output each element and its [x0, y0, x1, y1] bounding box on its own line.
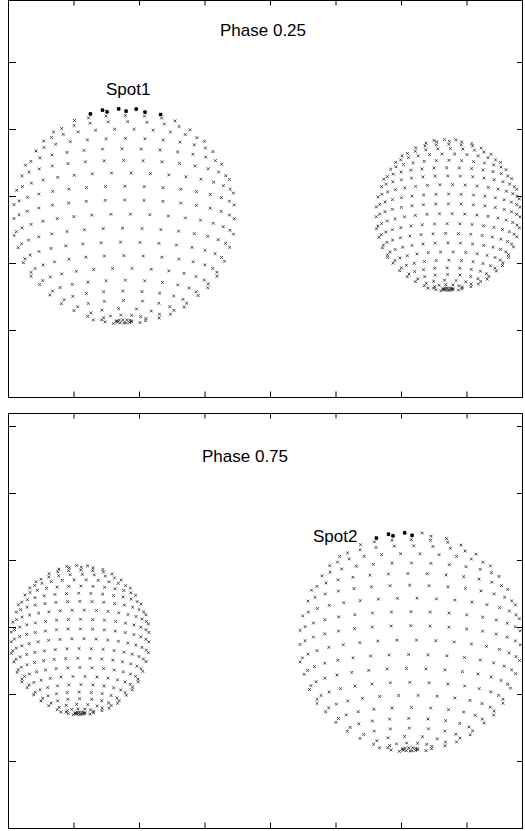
axis-tick: [8, 828, 16, 829]
axis-tick: [270, 414, 271, 419]
axis-tick: [517, 493, 523, 494]
axis-tick: [8, 62, 16, 63]
axis-tick: [270, 823, 271, 829]
spot-label: Spot1: [106, 81, 150, 98]
axis-tick: [467, 1, 468, 6]
axis-tick: [74, 414, 75, 419]
star-spot: [375, 531, 414, 539]
star-grid: [375, 138, 521, 292]
phase-label: Phase 0.25: [220, 22, 306, 39]
star-grid: [13, 114, 236, 325]
axis-tick: [517, 397, 523, 398]
axis-tick: [8, 129, 16, 130]
axis-tick: [517, 560, 523, 561]
axis-tick: [139, 823, 140, 829]
axis-tick: [336, 823, 337, 829]
axis-tick: [467, 392, 468, 398]
axis-tick: [8, 694, 16, 695]
axis-tick: [8, 414, 9, 419]
axis-tick: [8, 761, 16, 762]
axis-tick: [270, 392, 271, 398]
axis-tick: [517, 627, 523, 628]
axis-tick: [8, 263, 16, 264]
axis-tick: [401, 392, 402, 398]
phase-label: Phase 0.75: [202, 448, 288, 465]
panel-frame: [9, 1, 523, 398]
axis-tick: [8, 627, 16, 628]
axis-tick: [8, 493, 16, 494]
axis-tick: [8, 196, 16, 197]
axis-tick: [401, 1, 402, 6]
axis-tick: [467, 414, 468, 419]
axis-tick: [205, 823, 206, 829]
axis-tick: [401, 823, 402, 829]
axis-tick: [517, 330, 523, 331]
axis-tick: [8, 1, 9, 6]
axis-tick: [8, 823, 9, 829]
axis-tick: [8, 560, 16, 561]
axis-tick: [8, 426, 16, 427]
axis-tick: [517, 263, 523, 264]
axis-tick: [205, 414, 206, 419]
axis-tick: [517, 62, 523, 63]
axis-tick: [517, 129, 523, 130]
axis-tick: [336, 392, 337, 398]
axis-tick: [517, 761, 523, 762]
axis-tick: [517, 828, 523, 829]
axis-tick: [8, 397, 16, 398]
spot-label: Spot2: [313, 528, 357, 545]
axis-tick: [139, 1, 140, 6]
panel-frame: [9, 414, 523, 829]
axis-tick: [74, 823, 75, 829]
star-grid: [10, 564, 151, 716]
axis-tick: [205, 1, 206, 6]
axis-tick: [517, 426, 523, 427]
axis-tick: [205, 392, 206, 398]
axis-tick: [74, 392, 75, 398]
axis-tick: [8, 392, 9, 398]
star-spot: [89, 107, 162, 116]
axis-tick: [517, 694, 523, 695]
axis-tick: [336, 414, 337, 419]
star-grid: [299, 532, 522, 753]
axis-tick: [270, 1, 271, 6]
axis-tick: [401, 414, 402, 419]
axis-tick: [8, 330, 16, 331]
axis-tick: [139, 392, 140, 398]
axis-tick: [336, 1, 337, 6]
axis-tick: [139, 414, 140, 419]
axis-tick: [467, 823, 468, 829]
axis-tick: [74, 1, 75, 6]
